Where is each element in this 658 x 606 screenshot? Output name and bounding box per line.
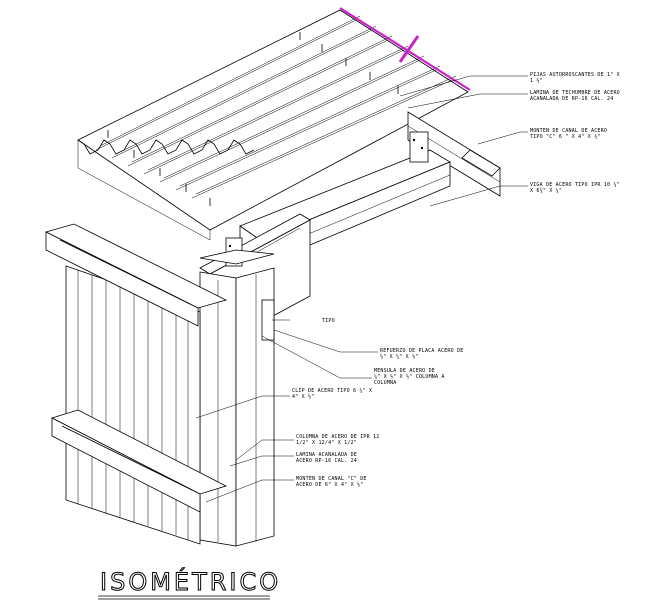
- svg-text:COLUMNA: COLUMNA: [374, 380, 396, 386]
- leader-lines: [195, 75, 528, 503]
- label-clip: CLIP DE ACERO TIPO 6 ¼" X 4" X ½": [292, 388, 372, 400]
- svg-text:MONTEN DE CANAL DE ACERO: MONTEN DE CANAL DE ACERO: [530, 128, 607, 134]
- svg-text:REFUERZO DE PLACA ACERO DE: REFUERZO DE PLACA ACERO DE: [380, 348, 463, 354]
- screws: [107, 32, 399, 206]
- svg-text:1/2" X 12/4" X 1/2": 1/2" X 12/4" X 1/2": [296, 440, 357, 446]
- svg-text:COLUMNA DE ACERO DE IPR 12: COLUMNA DE ACERO DE IPR 12: [296, 434, 379, 440]
- roof-sheet: [77, 9, 469, 241]
- svg-text:1 ½": 1 ½": [530, 77, 543, 84]
- label-tipo: TIPO: [322, 318, 335, 324]
- label-monten-canal: MONTEN DE CANAL DE ACERO TIPO "C" 6 " X …: [530, 128, 607, 140]
- svg-text:X 6¾" X ¼": X 6¾" X ¼": [530, 188, 562, 194]
- svg-text:ACANALADA DE RP-16 CAL. 24: ACANALADA DE RP-16 CAL. 24: [530, 96, 613, 102]
- svg-text:4" X ½": 4" X ½": [292, 393, 314, 400]
- svg-text:MONTEN DE CANAL "C" DE: MONTEN DE CANAL "C" DE: [296, 476, 367, 482]
- label-mensula: MENSULA DE ACERO DE ¼" X ½" X ½" COLUMNA…: [374, 368, 445, 386]
- wall-cladding: [44, 223, 228, 545]
- label-lamina-acanalada: LAMINA ACANALADA DE ACERO RP-16 CAL. 24: [296, 452, 357, 464]
- svg-text:VIGA DE ACERO TIPO IPR 10 ¼": VIGA DE ACERO TIPO IPR 10 ¼": [530, 182, 620, 188]
- svg-text:ACERO DE 6" X 4" X ½": ACERO DE 6" X 4" X ½": [296, 481, 363, 488]
- drawing-title: ISOMÉTRICO: [98, 567, 281, 600]
- label-refuerzo: REFUERZO DE PLACA ACERO DE ½" X ¼" X ½": [380, 348, 463, 360]
- svg-text:ACERO RP-16 CAL. 24: ACERO RP-16 CAL. 24: [296, 458, 357, 464]
- svg-text:MENSULA DE ACERO DE: MENSULA DE ACERO DE: [374, 368, 435, 374]
- label-lamina-techumbre: LAMINA DE TECHUMBRE DE ACERO ACANALADA D…: [530, 90, 620, 102]
- svg-text:CLIP DE ACERO TIPO 6 ¼" X: CLIP DE ACERO TIPO 6 ¼" X: [292, 388, 372, 394]
- ridge-accent-line: [339, 7, 471, 91]
- label-pijas: PIJAS AUTORROSCANTES DE 1" X 1 ½": [530, 72, 620, 84]
- svg-text:LAMINA DE TECHUMBRE DE ACERO: LAMINA DE TECHUMBRE DE ACERO: [530, 90, 620, 96]
- label-viga: VIGA DE ACERO TIPO IPR 10 ¼" X 6¾" X ¼": [530, 182, 620, 194]
- svg-text:LAMINA ACANALADA DE: LAMINA ACANALADA DE: [296, 452, 357, 458]
- svg-text:½" X ¼" X ½": ½" X ¼" X ½": [380, 353, 419, 360]
- label-monten-canal-c: MONTEN DE CANAL "C" DE ACERO DE 6" X 4" …: [296, 476, 367, 488]
- svg-text:PIJAS AUTORROSCANTES DE 1" X: PIJAS AUTORROSCANTES DE 1" X: [530, 72, 620, 78]
- svg-text:ISOMÉTRICO: ISOMÉTRICO: [100, 567, 281, 596]
- svg-text:¼" X ½" X ½" COLUMNA A: ¼" X ½" X ½" COLUMNA A: [374, 373, 445, 380]
- svg-text:TIPO "C" 6 " X 4" X ½": TIPO "C" 6 " X 4" X ½": [530, 133, 601, 140]
- label-columna: COLUMNA DE ACERO DE IPR 12 1/2" X 12/4" …: [296, 434, 379, 446]
